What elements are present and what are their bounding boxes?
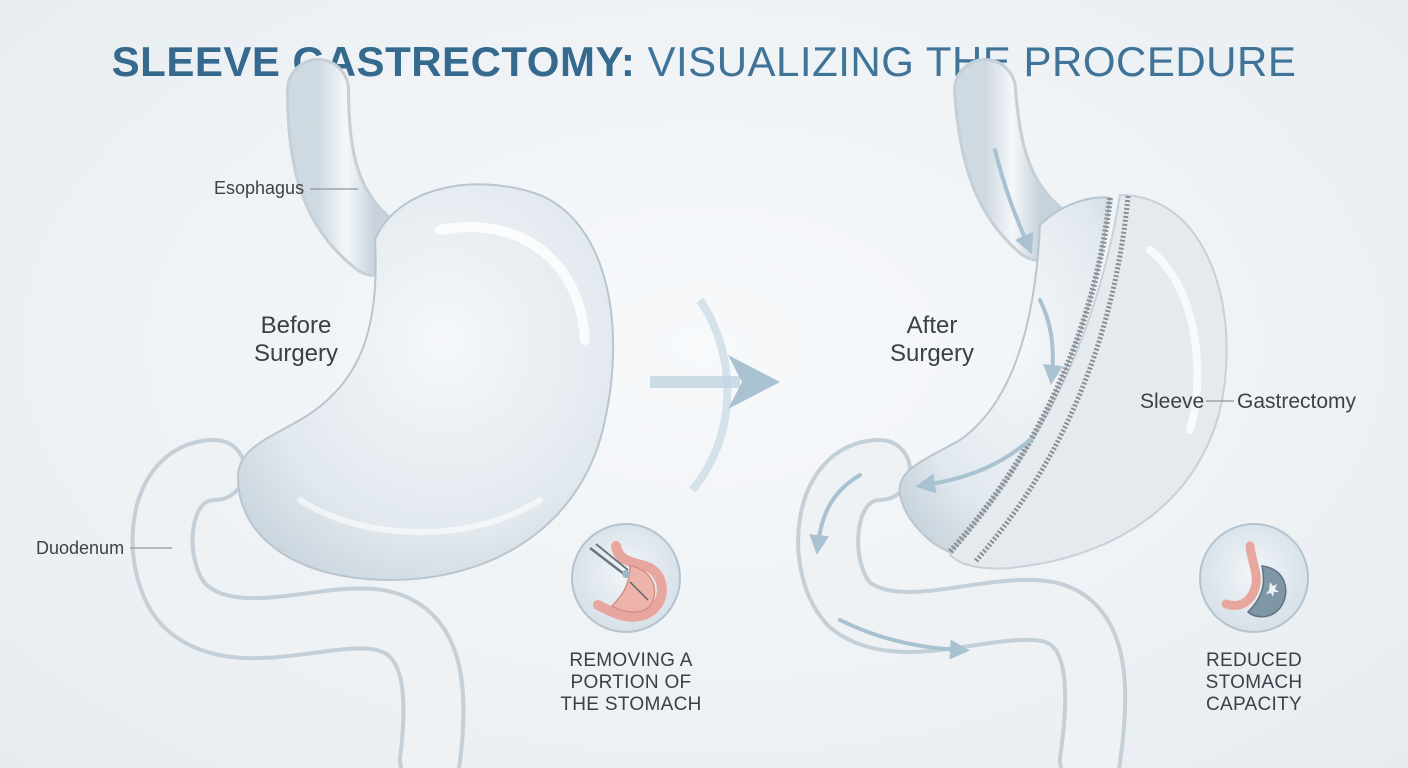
flow-arrow-icon [809,148,1063,660]
transition-arrow-icon [650,297,780,493]
esophagus-label: Esophagus [214,178,305,198]
reduced-caption-line-3: CAPACITY [1205,694,1302,715]
before-surgery-label: Before Surgery [236,312,356,368]
after-surgery-line-2: Surgery [889,340,975,367]
after-surgery-label: After Surgery [872,312,992,368]
reduced-capacity-caption: REDUCED STOMACH CAPACITY [1184,650,1324,716]
removing-portion-caption: REMOVING A PORTION OF THE STOMACH [556,650,706,716]
before-surgery-line-1: Before [260,312,332,339]
sleeve-label: Sleeve [1140,390,1205,413]
before-surgery-line-2: Surgery [253,340,339,367]
staple-line-outer [973,195,1131,564]
staple-line-inner [947,197,1113,554]
title-strong: SLEEVE GASTRECTOMY: [111,38,636,85]
reduced-caption-line-2: STOMACH [1205,672,1303,693]
removing-caption-line-3: THE STOMACH [560,694,702,715]
scalpel-icon [571,523,681,633]
removing-caption-line-1: REMOVING A [569,650,693,671]
removing-caption-line-2: PORTION OF [570,672,692,693]
gastrectomy-label: Gastrectomy [1237,390,1357,413]
after-surgery-line-1: After [906,312,958,339]
before-stomach [130,58,615,768]
duodenum-label: Duodenum [36,538,125,558]
reduced-caption-line-1: REDUCED [1205,650,1303,671]
after-stomach [796,58,1228,768]
reduced-stomach-icon [1199,523,1309,633]
